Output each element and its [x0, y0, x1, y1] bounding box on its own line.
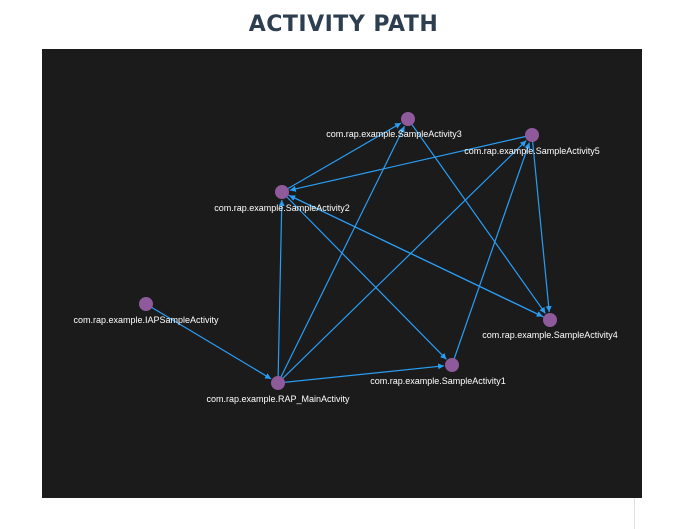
edge-a5-to-a4 [531, 134, 552, 313]
edge-main-to-a2 [277, 199, 285, 384]
node-a2[interactable] [275, 185, 289, 199]
edge-iap-to-main [145, 303, 272, 380]
edge-a4-to-a2 [288, 194, 551, 321]
node-label-a4: com.rap.example.SampleActivity4 [482, 330, 618, 340]
edge-main-to-a1 [277, 363, 445, 384]
node-a3[interactable] [401, 112, 415, 126]
node-main[interactable] [271, 376, 285, 390]
page-title: ACTIVITY PATH [248, 12, 439, 37]
edge-main-to-a5 [277, 140, 527, 384]
node-label-a5: com.rap.example.SampleActivity5 [464, 146, 600, 156]
graph-panel[interactable]: com.rap.example.IAPSampleActivity com.rap… [42, 49, 642, 498]
edges-layer [145, 118, 552, 384]
node-a5[interactable] [525, 128, 539, 142]
node-label-a2: com.rap.example.SampleActivity2 [214, 203, 350, 213]
edge-a2-to-a1 [281, 191, 447, 360]
activity-graph[interactable]: com.rap.example.IAPSampleActivity com.rap… [42, 49, 642, 498]
node-a4[interactable] [543, 313, 557, 327]
edge-a3-to-a4 [407, 118, 546, 314]
node-label-iap: com.rap.example.IAPSampleActivity [73, 315, 219, 325]
edge-main-to-a3 [277, 125, 406, 384]
edge-a1-to-a5 [451, 142, 531, 366]
node-label-a3: com.rap.example.SampleActivity3 [326, 129, 462, 139]
edge-a2-to-a3 [281, 122, 402, 193]
node-label-main: com.rap.example.RAP_MainActivity [206, 394, 350, 404]
nodes-layer [139, 112, 557, 390]
node-iap[interactable] [139, 297, 153, 311]
labels-layer: com.rap.example.IAPSampleActivity com.rap… [73, 129, 617, 404]
node-label-a1: com.rap.example.SampleActivity1 [370, 376, 506, 386]
divider [634, 498, 635, 529]
node-a1[interactable] [445, 358, 459, 372]
edge-a5-to-a2 [289, 134, 533, 192]
